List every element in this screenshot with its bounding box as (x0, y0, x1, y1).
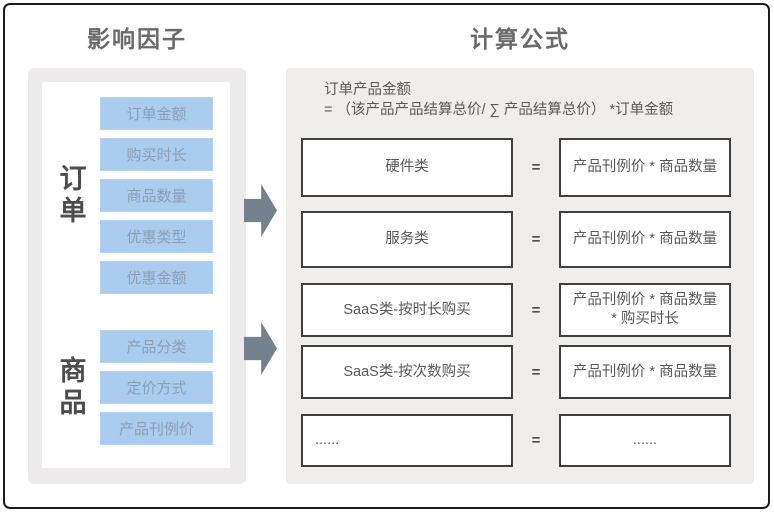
factors-panel: 订单 订单金额 购买时长 商品数量 优惠类型 优惠金额 商品 产品分类 定价方式… (28, 68, 246, 484)
product-factor-list: 产品分类 定价方式 产品刊例价 (100, 330, 213, 445)
factor-chip-list-price: 产品刊例价 (100, 412, 213, 445)
factor-group-product: 商品 产品分类 定价方式 产品刊例价 (42, 330, 230, 445)
title-calculation-formula: 计算公式 (470, 26, 570, 52)
order-product-amount-formula: 订单产品金额 = （该产品产品结算总价/ ∑ 产品结算总价） *订单金额 (324, 80, 673, 120)
formula-row-saas-count: SaaS类-按次数购买 = 产品刊例价 * 商品数量 (301, 345, 731, 399)
order-factor-list: 订单金额 购买时长 商品数量 优惠类型 优惠金额 (100, 97, 213, 294)
formula-row-service: 服务类 = 产品刊例价 * 商品数量 (301, 211, 731, 268)
formula-row-ellipsis: ...... = ...... (301, 414, 731, 467)
formula-row-saas-duration: SaaS类-按时长购买 = 产品刊例价 * 商品数量 * 购买时长 (301, 283, 731, 337)
formula-box: 产品刊例价 * 商品数量 (559, 211, 731, 268)
equals-sign: = (531, 159, 541, 176)
formula-panel: 订单产品金额 = （该产品产品结算总价/ ∑ 产品结算总价） *订单金额 硬件类… (286, 68, 754, 484)
factor-group-order: 订单 订单金额 购买时长 商品数量 优惠类型 优惠金额 (42, 97, 230, 294)
formula-box: ...... (559, 414, 731, 467)
factor-chip-discount-amount: 优惠金额 (100, 261, 213, 294)
group-label-order: 订单 (55, 163, 86, 228)
equals-sign: = (531, 231, 541, 248)
equals-sign: = (531, 301, 541, 319)
equals-sign: = (531, 432, 541, 449)
group-label-product: 商品 (55, 355, 86, 420)
formula-header-line1: 订单产品金额 (324, 82, 411, 98)
formula-box: 产品刊例价 * 商品数量 * 购买时长 (559, 283, 731, 337)
factors-panel-inner: 订单 订单金额 购买时长 商品数量 优惠类型 优惠金额 商品 产品分类 定价方式… (42, 82, 230, 468)
equals-sign: = (531, 363, 541, 381)
factor-chip-purchase-duration: 购买时长 (100, 138, 213, 171)
category-box: ...... (301, 414, 513, 467)
formula-box: 产品刊例价 * 商品数量 (559, 138, 731, 197)
formula-box: 产品刊例价 * 商品数量 (559, 345, 731, 399)
category-box: 硬件类 (301, 138, 513, 197)
factor-chip-pricing-method: 定价方式 (100, 371, 213, 404)
category-box: SaaS类-按时长购买 (301, 283, 513, 337)
factor-chip-product-quantity: 商品数量 (100, 179, 213, 212)
formula-header-line2: = （该产品产品结算总价/ ∑ 产品结算总价） *订单金额 (324, 102, 674, 118)
category-box: 服务类 (301, 211, 513, 268)
factor-chip-order-amount: 订单金额 (100, 97, 213, 130)
category-box: SaaS类-按次数购买 (301, 345, 513, 399)
title-influencing-factors: 影响因子 (87, 26, 187, 52)
factor-chip-discount-type: 优惠类型 (100, 220, 213, 253)
formula-row-hardware: 硬件类 = 产品刊例价 * 商品数量 (301, 138, 731, 197)
factor-chip-product-category: 产品分类 (100, 330, 213, 363)
